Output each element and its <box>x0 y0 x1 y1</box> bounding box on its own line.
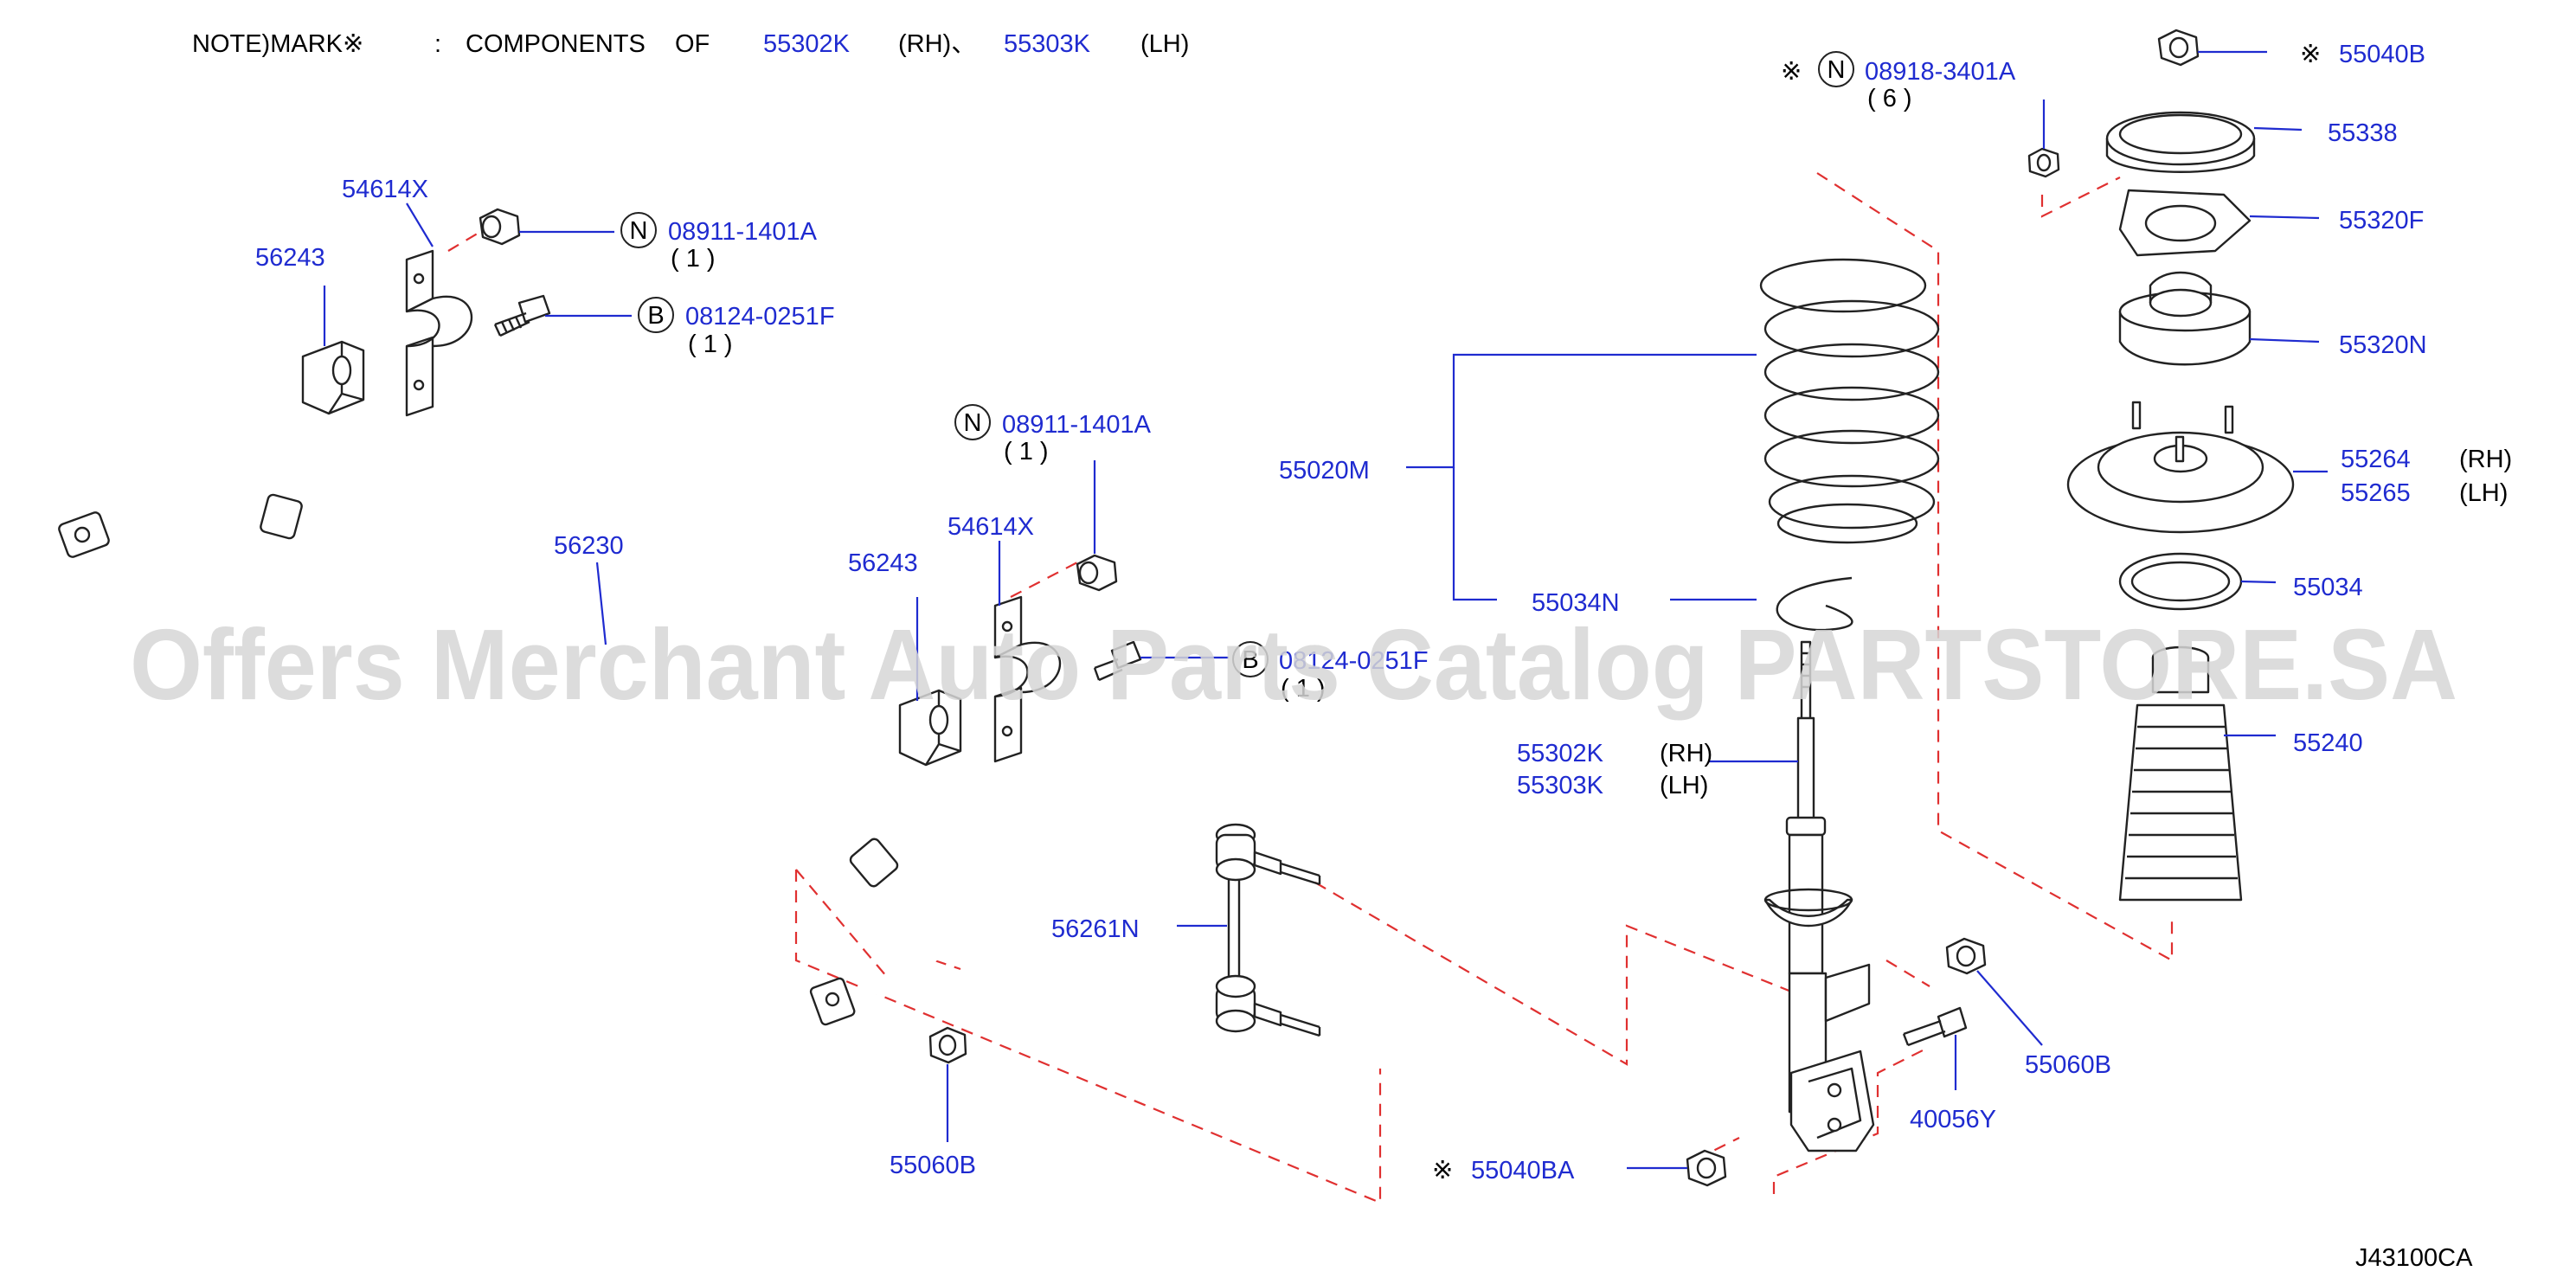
nut-55040b[interactable] <box>2157 29 2200 67</box>
label-55040ba[interactable]: 55040BA <box>1471 1157 1575 1184</box>
qty-08124-top: ( 1 ) <box>688 331 733 358</box>
qty-08918: ( 6 ) <box>1867 85 1912 112</box>
label-55303k[interactable]: 55303K <box>1517 772 1604 799</box>
note-part-rh[interactable]: 55302K <box>763 30 851 58</box>
label-55060b-left[interactable]: 55060B <box>890 1152 976 1179</box>
note-prefix: NOTE)MARK※ <box>192 30 363 58</box>
part-labels: 54614X 56243 08911-1401A ( 1 ) 08124-025… <box>255 41 2512 1184</box>
label-55240[interactable]: 55240 <box>2293 729 2363 757</box>
mount-55264[interactable] <box>2066 401 2295 534</box>
note-components: COMPONENTS <box>466 30 646 58</box>
bearing-55320n[interactable] <box>2118 271 2252 366</box>
label-08124-top[interactable]: 08124-0251F <box>685 303 835 331</box>
bolt-08124-mid[interactable] <box>1093 640 1142 682</box>
note-part-lh[interactable]: 55303K <box>1004 30 1091 58</box>
watermark: Offers Merchant Auto Parts Catalog PARTS… <box>130 608 2457 721</box>
nut-55060b-left[interactable] <box>928 1026 967 1064</box>
spring-seat-55034n[interactable] <box>1776 576 1853 632</box>
label-55338[interactable]: 55338 <box>2328 119 2398 147</box>
nut-08918[interactable] <box>2027 147 2060 178</box>
mark-55040b: ※ <box>2300 41 2321 68</box>
bracket-54614x-top[interactable] <box>405 249 473 417</box>
label-56230[interactable]: 56230 <box>554 532 624 560</box>
stabilizer-link-56261n[interactable] <box>1215 823 1321 1037</box>
bushing-56243-top[interactable] <box>301 340 365 415</box>
label-08911-top[interactable]: 08911-1401A <box>668 218 818 246</box>
nut-callout-letter-08918: N <box>1828 56 1846 84</box>
side-55265: (LH) <box>2459 479 2508 507</box>
label-54614x-mid[interactable]: 54614X <box>948 513 1034 541</box>
note-of: OF <box>675 30 710 58</box>
nut-08911-top[interactable] <box>479 208 521 246</box>
bushing-56243-mid[interactable] <box>898 689 962 767</box>
note-colon: : <box>434 30 441 58</box>
nut-55060b-right[interactable] <box>1945 937 1987 975</box>
label-55320f[interactable]: 55320F <box>2339 207 2424 234</box>
label-55302k[interactable]: 55302K <box>1517 740 1604 767</box>
label-55264[interactable]: 55264 <box>2341 446 2411 473</box>
bolt-callout-letter-top: B <box>647 302 664 330</box>
label-55040b[interactable]: 55040B <box>2339 41 2425 68</box>
bolt-40056y[interactable] <box>1902 1006 1968 1047</box>
side-55302k: (RH) <box>1660 740 1712 767</box>
stabilizer-bar[interactable] <box>58 473 954 1026</box>
side-55264: (RH) <box>2459 446 2512 473</box>
label-40056y[interactable]: 40056Y <box>1910 1106 1996 1133</box>
label-55265[interactable]: 55265 <box>2341 479 2411 507</box>
bolt-callout-letter-mid: B <box>1242 646 1258 674</box>
note-line: NOTE)MARK※ : COMPONENTS OF 55302K (RH)、 … <box>192 30 1189 58</box>
side-55303k: (LH) <box>1660 772 1708 799</box>
label-55034[interactable]: 55034 <box>2293 574 2363 601</box>
label-56243-top[interactable]: 56243 <box>255 244 325 272</box>
label-54614x-top[interactable]: 54614X <box>342 176 428 203</box>
leader-lines <box>323 50 2328 1170</box>
mark-08918: ※ <box>1781 58 1802 86</box>
label-08918[interactable]: 08918-3401A <box>1865 58 2016 86</box>
bump-stop-55240[interactable] <box>2118 645 2243 902</box>
nut-callout-letter-top: N <box>630 217 648 245</box>
bracket-54614x-mid[interactable] <box>993 595 1062 763</box>
label-55320n[interactable]: 55320N <box>2339 331 2427 359</box>
label-55020m[interactable]: 55020M <box>1279 457 1370 485</box>
note-lh: (LH) <box>1140 30 1189 58</box>
diagram-code: J43100CA <box>2355 1244 2473 1272</box>
callout-circles: N B N B N <box>620 51 1854 677</box>
label-56243-mid[interactable]: 56243 <box>848 549 918 577</box>
nut-08911-mid[interactable] <box>1076 554 1118 592</box>
qty-08124-mid: ( 1 ) <box>1281 675 1326 703</box>
nut-55040ba[interactable] <box>1686 1149 1727 1187</box>
label-08911-mid[interactable]: 08911-1401A <box>1002 411 1152 439</box>
note-rh: (RH)、 <box>898 30 976 58</box>
seat-55034[interactable] <box>2118 552 2243 611</box>
label-08124-mid[interactable]: 08124-0251F <box>1279 647 1429 675</box>
plate-55320f[interactable] <box>2118 189 2252 257</box>
nut-callout-letter-mid: N <box>964 409 982 437</box>
label-55060b-right[interactable]: 55060B <box>2025 1051 2111 1079</box>
label-56261n[interactable]: 56261N <box>1051 915 1140 943</box>
qty-08911-mid: ( 1 ) <box>1004 438 1049 465</box>
strut-assembly[interactable] <box>1763 640 1875 1152</box>
qty-08911-top: ( 1 ) <box>671 245 716 273</box>
mark-55040ba: ※ <box>1432 1157 1453 1184</box>
coil-spring-55020m[interactable] <box>1759 258 1940 544</box>
cap-55338[interactable] <box>2105 111 2256 173</box>
bolt-08124-top[interactable] <box>493 294 551 337</box>
label-55034n[interactable]: 55034N <box>1532 589 1620 617</box>
